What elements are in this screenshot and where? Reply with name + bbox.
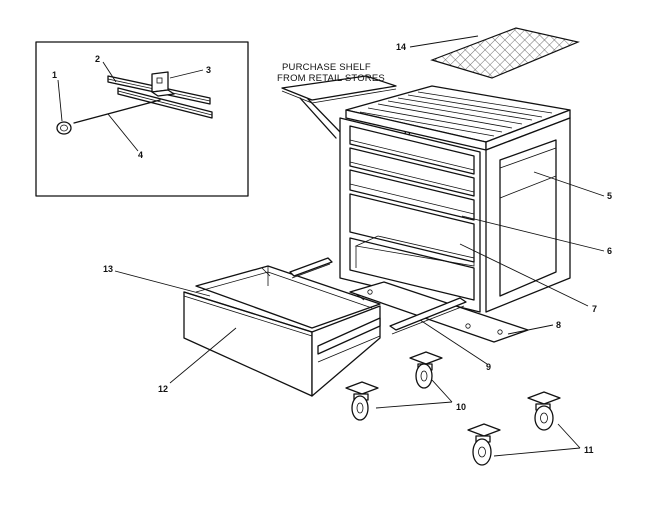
inset-detail: 1 2 3 4 xyxy=(35,41,249,197)
callout-12: 12 xyxy=(158,384,168,394)
callout-13: 13 xyxy=(103,264,113,274)
tool-cabinet: D xyxy=(339,85,571,313)
drawer-liner-mat: 14 xyxy=(396,27,580,79)
leader-1 xyxy=(57,79,63,122)
knob-part xyxy=(56,121,72,135)
side-panel-recess xyxy=(499,139,557,297)
callout-2: 2 xyxy=(95,54,100,64)
pulled-drawer: 13 12 xyxy=(103,264,381,397)
drawer-2 xyxy=(349,147,475,197)
shelf-note-line1: PURCHASE SHELF xyxy=(282,62,371,73)
rail-part-lower xyxy=(117,87,213,119)
callout-7: 7 xyxy=(592,304,597,314)
leader-4 xyxy=(107,113,139,152)
callout-3: 3 xyxy=(206,65,211,75)
callout-4: 4 xyxy=(138,150,143,160)
bottom-cavity xyxy=(349,237,475,301)
callout-11: 11 xyxy=(584,445,594,455)
drawer-1 xyxy=(349,125,475,175)
callout-14: 14 xyxy=(396,42,406,52)
callout-9: 9 xyxy=(486,362,491,372)
cabinet-side xyxy=(485,117,571,313)
callout-6: 6 xyxy=(607,246,612,256)
leader-5 xyxy=(533,171,605,197)
top-grooves xyxy=(359,91,553,137)
leader-2 xyxy=(102,61,117,83)
callout-10: 10 xyxy=(456,402,466,412)
side-shelf xyxy=(281,75,397,139)
top-mark: D xyxy=(404,128,411,138)
drawer-slide-upper xyxy=(289,257,333,279)
caster-rigid-right xyxy=(527,391,561,431)
caster-rigid-left xyxy=(467,423,501,466)
inset-frame xyxy=(35,41,249,197)
caster-swivel-left xyxy=(345,381,379,421)
rod-part xyxy=(73,99,161,124)
callout-8: 8 xyxy=(556,320,561,330)
drawer-3 xyxy=(349,169,475,221)
callout-5: 5 xyxy=(607,191,612,201)
drawer-open-top xyxy=(195,265,381,329)
caster-swivel-right xyxy=(409,351,443,389)
callout-1: 1 xyxy=(52,70,57,80)
leader-3 xyxy=(169,69,204,79)
leader-6 xyxy=(461,215,605,252)
leader-7 xyxy=(459,243,589,307)
bracket-part xyxy=(151,71,175,97)
shelf-note-line2: FROM RETAIL STORES xyxy=(277,73,385,84)
drawer-slide-rail: 9 xyxy=(389,297,491,372)
